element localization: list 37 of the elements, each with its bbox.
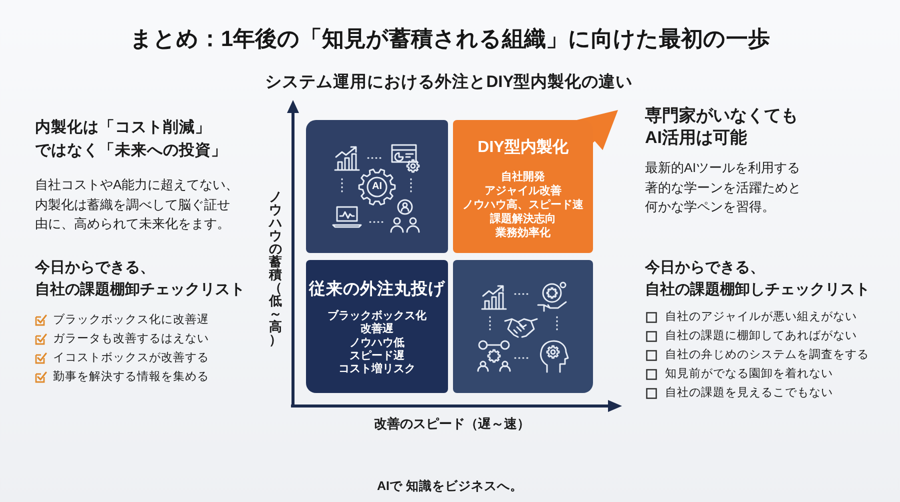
box-heading: DIY型内製化 [478,138,568,158]
checklist-item: 知見前がでなる園卸を着れない [665,366,833,382]
list-item: 業務効率化 [496,226,550,240]
list-item: コスト増リスク [338,363,416,376]
paragraph: 最新的AIツールを利用する著的な学ーンを活躍ためと何かな学ペンを習得。 [645,159,802,216]
paragraph: 自社コストやA能力に超えてない、内製化は蓄織を調べして脳ぐ証せ由に、高められて未来化をます。 [35,176,240,233]
tagline: AIで 知識をビジネスへ。 [377,478,523,494]
list-item: スピード遅 [350,350,404,362]
checklist-item: 自社の課題に棚卸してあればがない [665,328,857,344]
checklist-item: ガラータも改善するはえない [53,332,209,346]
list-item: アジャイル改善 [484,184,562,198]
title: まとめ：1年後の「知見が蓄積される組織」に向けた最初の一歩 [130,25,770,53]
section-heading: 今日からできる、自社の課題棚卸チェックリスト [35,258,246,300]
box-heading: 従来の外注丸投げ [309,278,445,300]
list-item: ノウハウ低 [350,336,404,350]
axis-label: 改善のスピード（遅～速） [374,415,530,432]
quadrant-box [306,260,448,393]
section-heading: 内製化は「コスト削減」ではなく「未来への投資」 [35,118,228,161]
list-item: 改善遅 [360,323,394,337]
checklist-item: イコストボックスが改善する [53,350,209,366]
checklist-item: 自社の弁じめのシステムを調査をする [665,348,869,362]
checklist-item: 自社の課題を見えるこでもない [665,386,833,400]
checklist-item: 自社のアジャイルが悪い組えがない [665,310,857,324]
checklist-item: ブラックボックス化に改善遅 [53,312,209,328]
list-item: 自社開発 [501,170,545,184]
subtitle: システム運用における外注とDIY型内製化の違い [265,72,633,93]
checklist-item: 勤事を解決する情報を集める [53,370,209,384]
quadrant-box [306,120,448,253]
axis-label: ノウハウの蓄積（低～高） [269,190,282,346]
section-heading: 今日からできる、自社の課題棚卸しチェックリスト [645,258,871,300]
quadrant-box [453,120,593,253]
quadrant-box [453,260,593,393]
list-item: ブラックボックス化 [328,310,426,322]
icon-label: AI [372,181,382,193]
section-heading: 専門家がいなくてもAI活用は可能 [645,105,799,149]
list-item: 課題解決志向 [490,212,556,226]
list-item: ノウハウ高、スピード速 [462,198,584,212]
